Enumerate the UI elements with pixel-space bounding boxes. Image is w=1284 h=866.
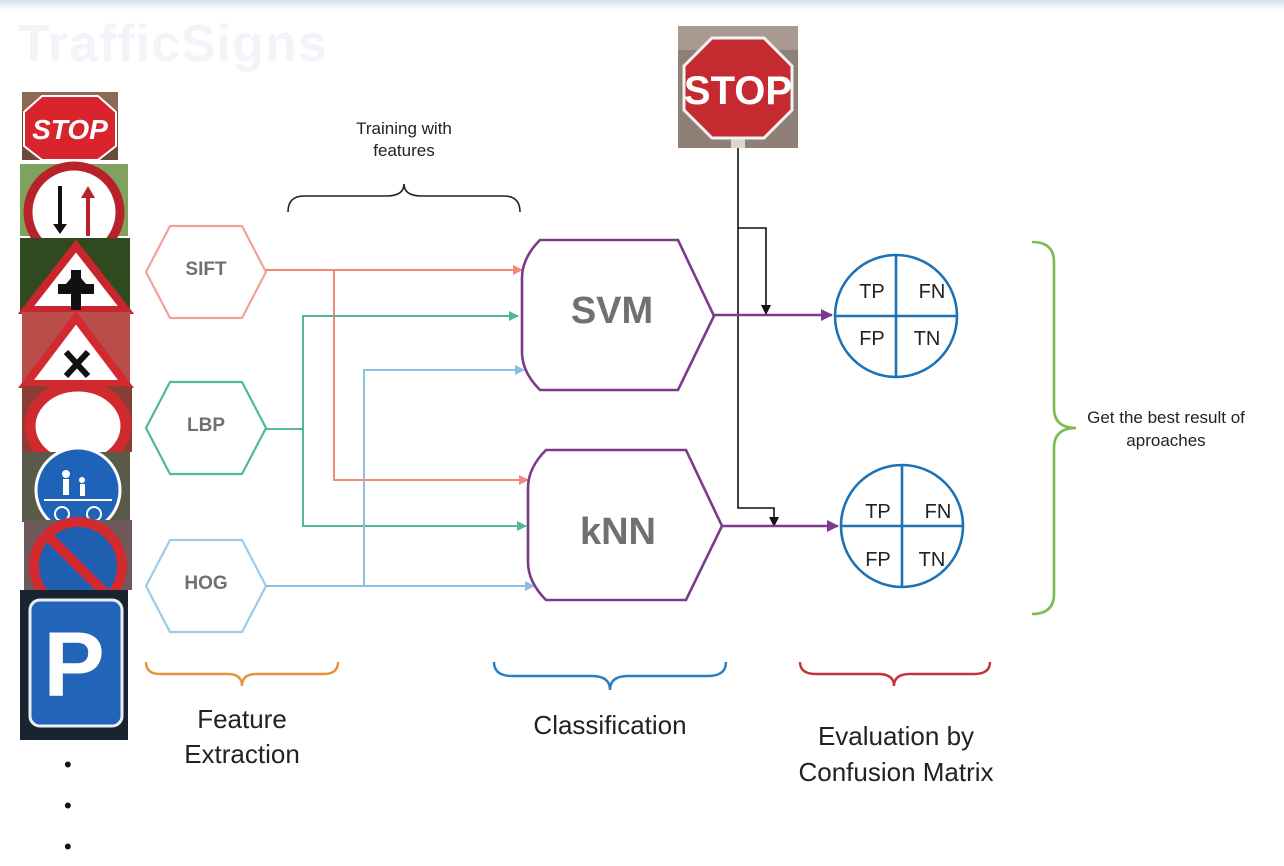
sign-no-vehicles-thumbnail — [22, 380, 132, 472]
hog-label: HOG — [184, 573, 228, 594]
feature-extraction-label: Feature Extraction — [184, 704, 300, 769]
evaluation-brace — [798, 661, 992, 687]
knn-fn-label: FN — [924, 501, 952, 523]
ellipsis-dot-3: • — [64, 834, 72, 859]
lbp-hexagon — [144, 380, 268, 476]
sift-to-knn-arrow — [333, 270, 529, 485]
test-sign-connectors — [737, 148, 779, 527]
svm-fn-label: FN — [918, 281, 946, 303]
sign-stop-thumbnail: STOP — [22, 92, 118, 161]
sign-pedestrian-bicycle-thumbnail — [22, 446, 130, 534]
test-to-knn-eval-arrow — [737, 148, 779, 527]
evaluation-label: Evaluation by Confusion Matrix — [798, 721, 994, 787]
knn-fp-label: FP — [865, 549, 891, 571]
sign-no-parking-thumbnail — [24, 517, 132, 615]
training-brace — [287, 183, 521, 213]
best-result-brace — [1031, 240, 1077, 616]
hog-to-svm-arrow — [363, 365, 525, 586]
sign-stop-text: STOP — [32, 114, 108, 145]
test-sign-stop-photo: STOP — [678, 26, 798, 148]
ellipsis-dot-1: • — [64, 752, 72, 777]
knn-confusion-matrix — [839, 463, 965, 589]
sign-priority-oncoming-thumbnail — [20, 161, 128, 263]
lbp-to-svm-arrow — [266, 311, 519, 430]
sign-warning-priority-road-thumbnail — [17, 238, 135, 314]
lbp-label: LBP — [187, 415, 225, 436]
svm-confusion-matrix — [833, 253, 959, 379]
svm-tp-label: TP — [859, 281, 885, 303]
lbp-connectors — [266, 311, 527, 531]
classification-brace — [492, 661, 728, 691]
sift-connectors — [266, 265, 529, 485]
sift-hexagon — [144, 224, 268, 320]
test-to-svm-eval-arrow — [738, 227, 771, 315]
training-note: Training with features — [356, 119, 452, 160]
feature-extraction-brace — [144, 661, 340, 687]
sift-label: SIFT — [185, 259, 227, 280]
svm-shape — [520, 238, 716, 392]
classification-label: Classification — [533, 710, 687, 740]
faint-title: TrafficSigns — [18, 15, 328, 73]
top-bar — [0, 0, 1284, 10]
hog-connectors — [266, 365, 535, 591]
lbp-to-knn-arrow — [302, 429, 527, 531]
test-sign-text: STOP — [684, 69, 792, 113]
svm-fp-label: FP — [859, 328, 885, 350]
svm-tn-label: TN — [913, 328, 941, 350]
ellipsis-dot-2: • — [64, 793, 72, 818]
knn-tp-label: TP — [865, 501, 891, 523]
best-result-label: Get the best result of aproaches — [1087, 408, 1245, 450]
svm-label: SVM — [570, 290, 654, 332]
knn-label: kNN — [579, 511, 657, 553]
knn-tn-label: TN — [918, 549, 946, 571]
sign-parking-text: P — [43, 614, 104, 716]
hog-hexagon — [144, 538, 268, 634]
input-signs-column: STOP — [17, 92, 135, 740]
sign-warning-crossroads-thumbnail — [17, 311, 135, 388]
knn-shape — [526, 448, 724, 602]
sign-parking-thumbnail: P — [20, 590, 128, 740]
